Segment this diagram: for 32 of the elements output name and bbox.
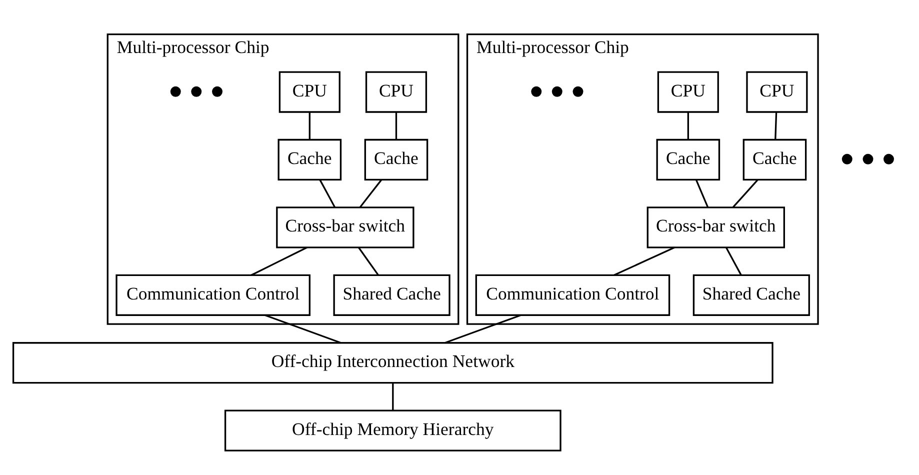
- connector: [358, 246, 379, 275]
- node-box: Cross-bar switch: [276, 206, 414, 248]
- node-box: Cache: [742, 138, 807, 180]
- connector: [725, 246, 742, 275]
- connector: [774, 112, 778, 140]
- connector: [687, 112, 689, 139]
- node-box: CPU: [278, 70, 340, 112]
- node-box: Cross-bar switch: [646, 206, 785, 248]
- connector: [614, 246, 675, 276]
- node-box: Cache: [364, 138, 428, 180]
- label: ● ● ●: [168, 76, 225, 104]
- node-box: Cache: [656, 138, 720, 180]
- label: ● ● ●: [840, 144, 896, 172]
- node-box: Off-chip Memory Hierarchy: [224, 409, 562, 451]
- node-box: Off-chip Interconnection Network: [12, 342, 774, 384]
- node-box: CPU: [746, 70, 808, 112]
- node-box: Shared Cache: [692, 274, 810, 316]
- connector: [695, 178, 709, 208]
- connector: [319, 178, 336, 208]
- connector: [392, 382, 394, 410]
- connector: [359, 178, 382, 208]
- node-box: CPU: [657, 70, 719, 112]
- connector: [732, 178, 758, 208]
- label: ● ● ●: [528, 76, 586, 104]
- node-box: CPU: [365, 70, 428, 112]
- connector: [308, 112, 310, 139]
- node-box: Shared Cache: [333, 274, 450, 316]
- node-box: Communication Control: [475, 274, 670, 316]
- connector: [250, 246, 308, 276]
- node-box: Cache: [278, 138, 342, 180]
- node-box: Communication Control: [116, 274, 310, 316]
- connector: [395, 112, 398, 139]
